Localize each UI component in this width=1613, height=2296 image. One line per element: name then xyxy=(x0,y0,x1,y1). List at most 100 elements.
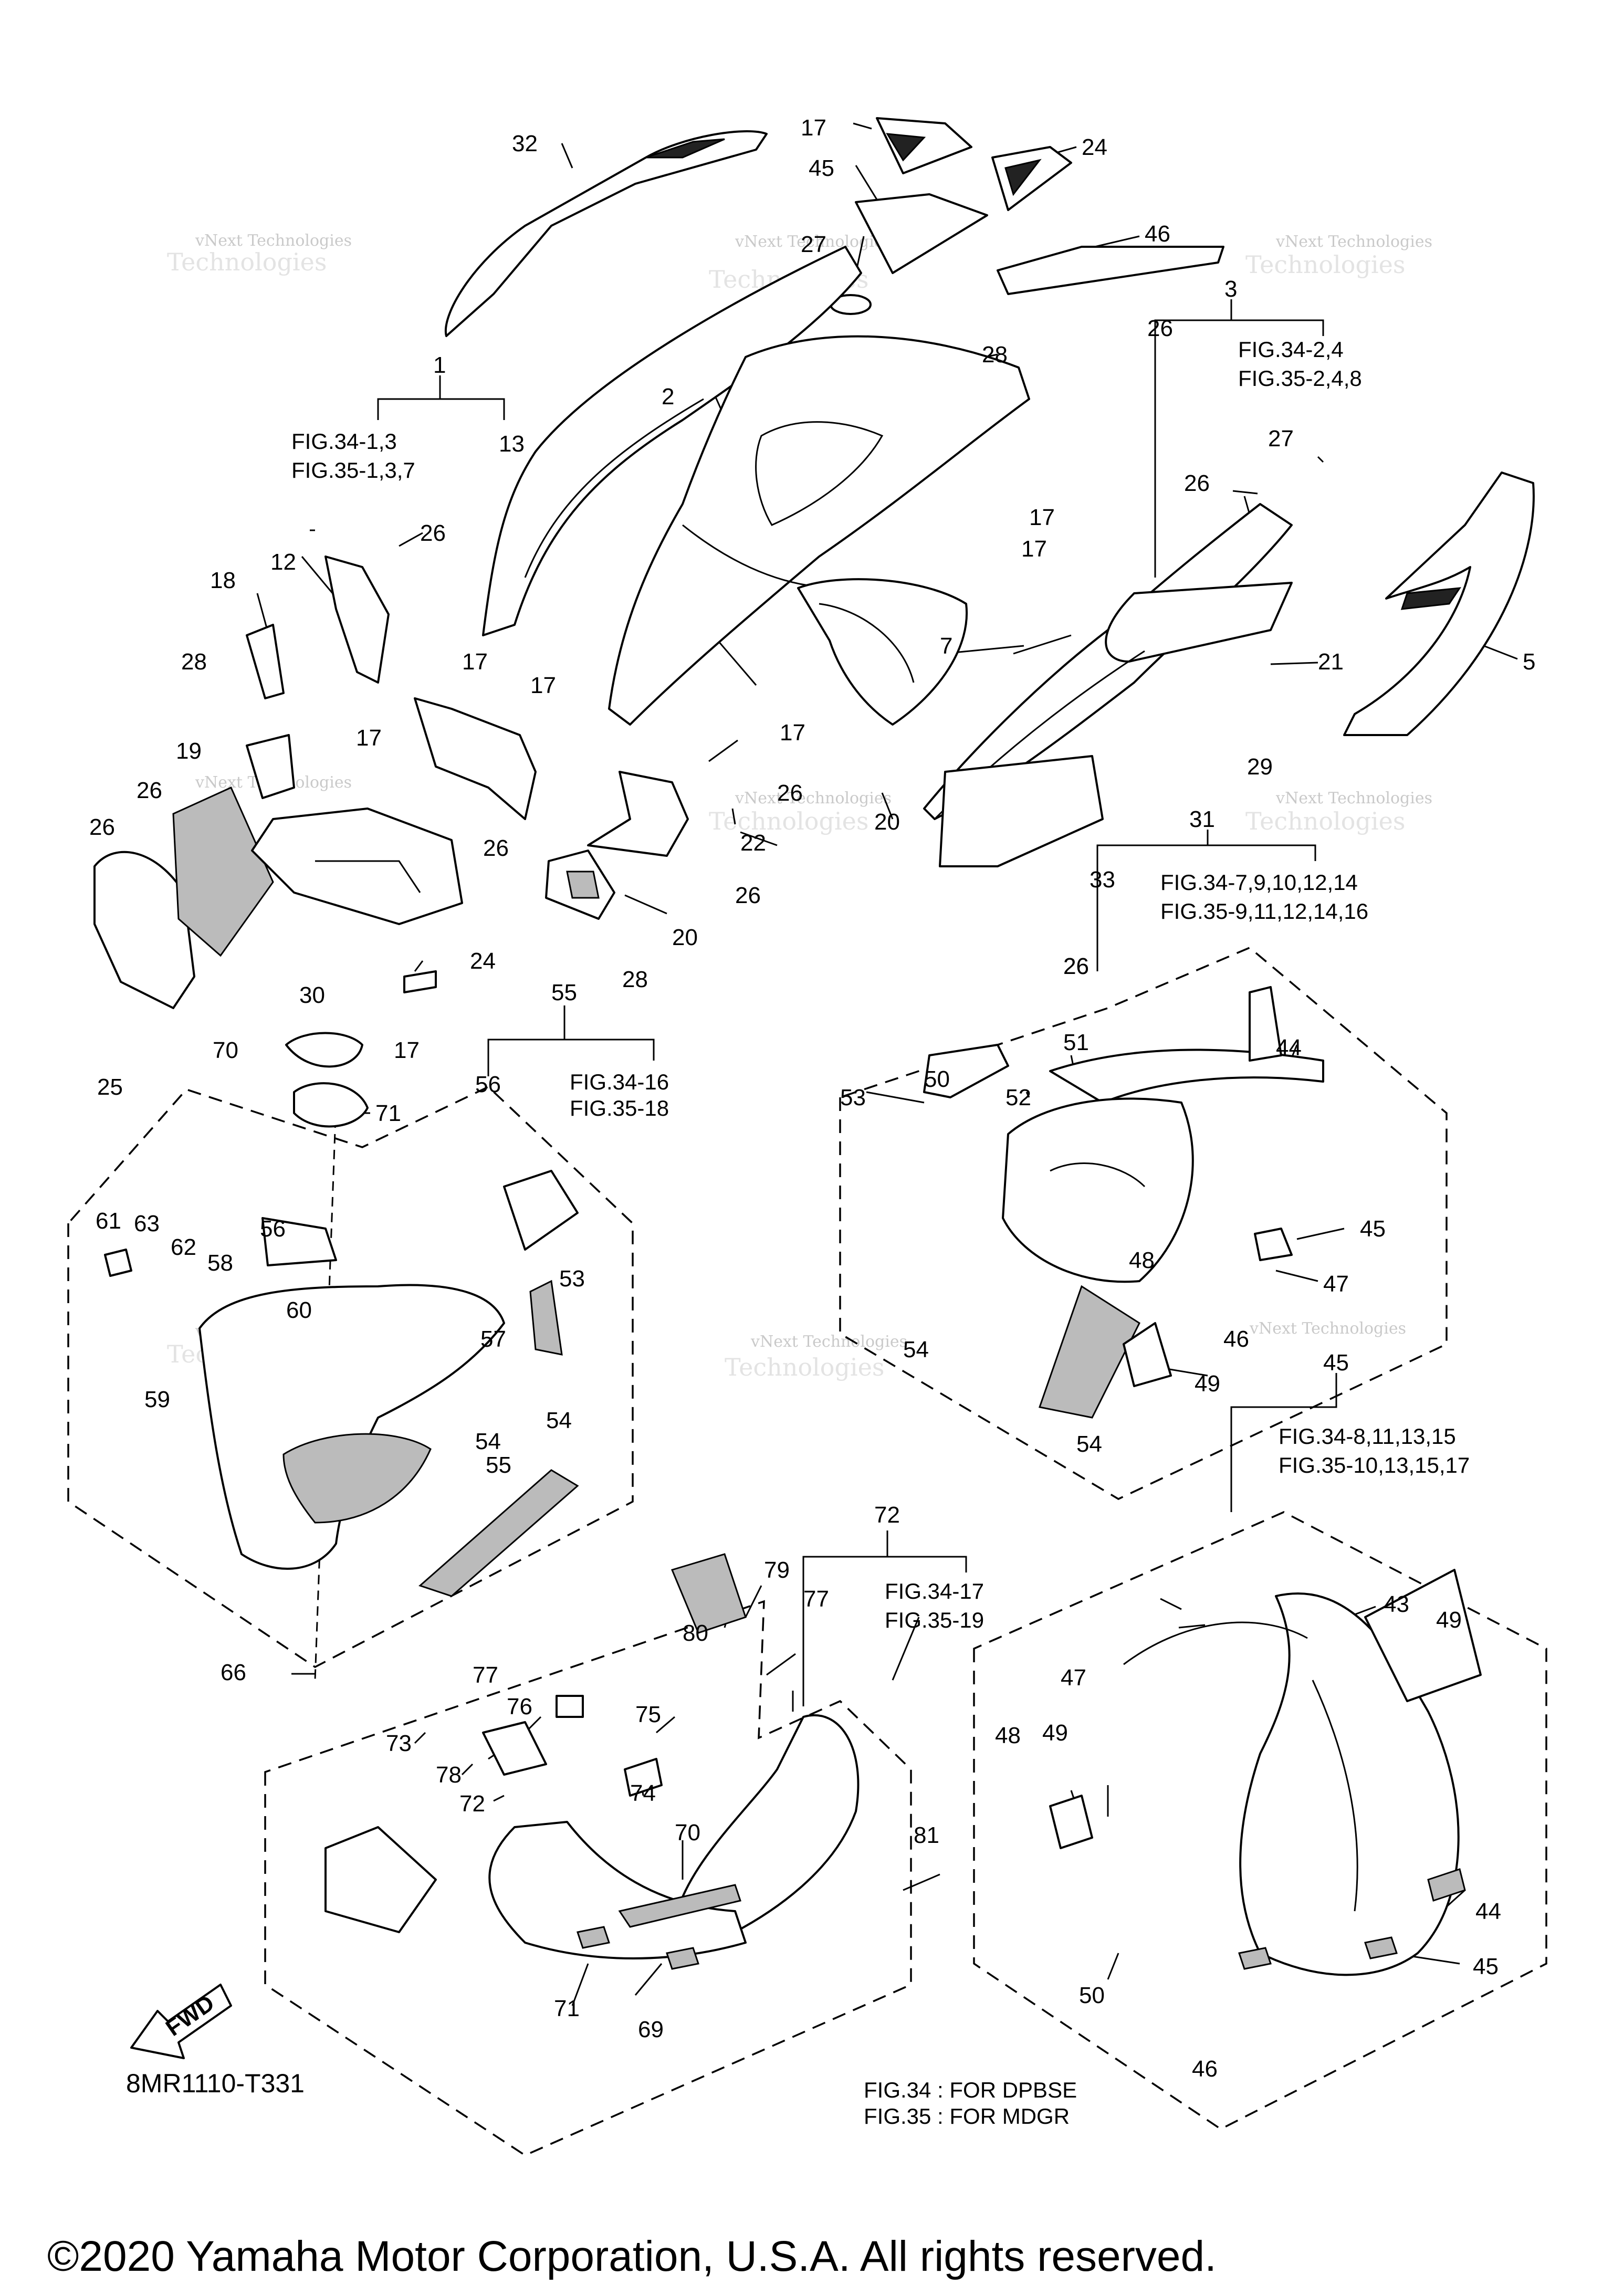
group-45-num: 45 xyxy=(1323,1350,1349,1376)
group-box-56 xyxy=(67,1085,634,1669)
group-31-fig35: FIG.35-9,11,12,14,16 xyxy=(1160,899,1368,924)
callout-label: 49 xyxy=(1436,1607,1462,1633)
callout-label: 28 xyxy=(982,342,1008,368)
part-42-side-cover xyxy=(923,1044,1009,1098)
watermark-text: Technologies xyxy=(725,1353,884,1381)
fwd-arrow-icon xyxy=(130,1984,232,2059)
group-45-fig34: FIG.34-8,11,13,15 xyxy=(1279,1424,1456,1449)
callout-label: 54 xyxy=(903,1337,929,1362)
diagram-code: 8MR1110-T331 xyxy=(126,2069,305,2098)
callout-label: 74 xyxy=(630,1780,656,1806)
callout-label: 26 xyxy=(1063,953,1089,979)
group-72-fig34: FIG.34-17 xyxy=(885,1579,984,1603)
part-48-reflector xyxy=(1427,1868,1466,1902)
callout-label: 56 xyxy=(475,1072,501,1097)
callout-label: 45 xyxy=(1360,1216,1386,1242)
callout-label: 20 xyxy=(672,925,698,950)
part-6-side-panel xyxy=(1343,471,1535,736)
callout-label: 47 xyxy=(1061,1665,1086,1691)
callout-label: 19 xyxy=(176,738,202,764)
watermark-text: vNext Technologies xyxy=(735,233,892,251)
group-1-fig34: FIG.34-1,3 xyxy=(291,429,397,454)
callout-label: 46 xyxy=(1223,1326,1249,1352)
callout-label: 45 xyxy=(809,155,834,181)
callout-label: 54 xyxy=(1076,1431,1102,1457)
part-59-mesh xyxy=(282,1433,432,1524)
callout-label: 27 xyxy=(1268,426,1294,452)
watermark-text: vNext Technologies xyxy=(195,232,352,250)
part-5-front-cowl xyxy=(444,130,768,337)
group-1-fig35: FIG.35-1,3,7 xyxy=(291,458,415,483)
part-16-plate xyxy=(403,970,437,993)
part-58-mesh xyxy=(418,1469,579,1597)
callout-label: 7 xyxy=(940,633,952,659)
part-61-plate xyxy=(261,1217,337,1266)
watermark-text: vNext Technologies xyxy=(735,789,892,808)
callout-label: 27 xyxy=(801,232,826,257)
group-72-fig35: FIG.35-19 xyxy=(885,1608,984,1632)
callout-label: 48 xyxy=(1129,1247,1155,1273)
callout-label: 26 xyxy=(1063,953,1089,979)
callout-label: 13 xyxy=(499,431,525,457)
group-box-32 xyxy=(839,946,1448,1500)
callout-label: 71 xyxy=(375,1100,401,1126)
group-45-fig35: FIG.35-10,13,15,17 xyxy=(1279,1453,1470,1477)
group-3-fig34: FIG.34-2,4 xyxy=(1238,337,1344,362)
callout-label: 79 xyxy=(764,1557,790,1583)
callout-label: 26 xyxy=(1147,316,1173,341)
group-3-fig35: FIG.35-2,4,8 xyxy=(1238,366,1362,391)
group-31-fig34: FIG.34-7,9,10,12,14 xyxy=(1160,870,1358,895)
callout-label: 55 xyxy=(486,1452,511,1478)
callout-label: 81 xyxy=(914,1822,939,1848)
part-13-bracket xyxy=(324,555,390,684)
callout-label: 50 xyxy=(924,1066,950,1092)
callout-label: 17 xyxy=(1021,536,1047,562)
part-22-mesh xyxy=(172,787,274,957)
callout-label: 57 xyxy=(480,1326,506,1352)
part-11-cover xyxy=(997,246,1224,295)
part-79-bracket xyxy=(624,1758,663,1797)
group-box-73 xyxy=(264,1600,912,2156)
watermark-text: Technologies xyxy=(1245,807,1405,835)
group-55-fig34: FIG.34-16 xyxy=(570,1070,669,1094)
callout-label: 54 xyxy=(546,1408,572,1433)
callout-label: 46 xyxy=(1192,2056,1218,2082)
callout-label: 78 xyxy=(436,1762,462,1788)
callout-label: 26 xyxy=(1184,470,1210,496)
callout-label: 70 xyxy=(213,1037,238,1063)
callout-label: 69 xyxy=(638,2017,664,2042)
fwd-arrow: FWD xyxy=(130,1984,232,2059)
callout-label: 17 xyxy=(530,673,556,698)
callout-label: 61 xyxy=(96,1208,121,1234)
callout-label: 26 xyxy=(137,778,162,803)
callout-label: 51 xyxy=(1063,1030,1089,1055)
watermark-text: vNext Technologies xyxy=(750,1333,907,1351)
callout-label: 32 xyxy=(512,131,538,156)
callout-label: 26 xyxy=(420,520,446,546)
callout-label: 60 xyxy=(286,1297,312,1323)
callout-label: 24 xyxy=(1082,134,1107,160)
callout-label: 70 xyxy=(675,1820,700,1846)
group-brackets xyxy=(377,299,1337,1706)
callout-label: 77 xyxy=(473,1662,498,1688)
callout-label: 71 xyxy=(554,1996,580,2021)
part-56-under-cowl xyxy=(198,1284,505,1570)
footnote-fig34: FIG.34 : FOR DPBSE xyxy=(864,2078,1077,2102)
callout-label: 77 xyxy=(803,1586,829,1612)
callout-label: 53 xyxy=(840,1085,866,1110)
callout-label: 28 xyxy=(622,967,648,992)
callout-label: 76 xyxy=(507,1694,532,1720)
watermark-text: Technologies xyxy=(167,248,327,276)
callout-label: 17 xyxy=(801,115,826,141)
callout-label: 30 xyxy=(299,982,325,1008)
callout-label: 20 xyxy=(874,809,900,835)
part-19-plate xyxy=(246,624,285,699)
part-14-bracket xyxy=(587,771,689,857)
part-12-front-body xyxy=(608,335,1030,726)
part-55-upper-bracket xyxy=(503,1170,579,1251)
callout-label: 17 xyxy=(394,1037,420,1063)
callout-label: 43 xyxy=(1384,1591,1409,1617)
part-7-inner-panel xyxy=(797,578,968,726)
callout-label: 49 xyxy=(1195,1371,1220,1397)
watermark-text: vNext Technologies xyxy=(1275,789,1432,808)
